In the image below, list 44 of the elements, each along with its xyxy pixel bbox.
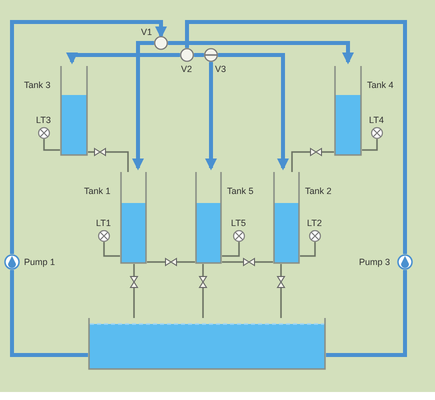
tank-label: Tank 2 (305, 186, 332, 196)
connecting-line (255, 261, 273, 263)
pump-label: Pump 1 (24, 257, 56, 267)
connecting-line (300, 242, 316, 257)
pipe (326, 270, 407, 357)
valve-label: V3 (215, 64, 226, 74)
connecting-line (322, 151, 334, 153)
connecting-line (280, 264, 282, 276)
pipe (218, 53, 289, 170)
pipe (194, 53, 204, 57)
connecting-line (222, 261, 243, 263)
tank-label: Tank 4 (367, 80, 394, 90)
connecting-line (88, 151, 94, 153)
connecting-line (133, 288, 135, 318)
pipe (132, 41, 154, 170)
connecting-line (362, 139, 378, 151)
valve-label: V2 (181, 64, 192, 74)
valve-label: V1 (141, 27, 152, 37)
pipe (10, 20, 167, 254)
connecting-line (202, 288, 204, 318)
pipe (205, 62, 217, 170)
connecting-line (177, 261, 195, 263)
connecting-line (103, 242, 120, 257)
connecting-line (202, 264, 204, 276)
sensor-label: LT1 (96, 218, 111, 228)
tank-label: Tank 5 (227, 186, 254, 196)
pipe (185, 20, 407, 254)
connecting-line (133, 264, 135, 276)
connecting-line (280, 288, 282, 318)
pipe (168, 41, 354, 64)
pipe (10, 270, 88, 357)
tank-label: Tank 3 (24, 80, 51, 90)
connecting-line (291, 151, 310, 172)
connecting-line (43, 139, 60, 151)
sensor-label: LT2 (307, 218, 322, 228)
connecting-line (106, 151, 129, 172)
connecting-line (147, 261, 165, 263)
sensor-label: LT3 (36, 115, 51, 125)
pump-label: Pump 3 (359, 257, 390, 267)
pipe (66, 52, 180, 64)
tank-label: Tank 1 (84, 186, 111, 196)
sensor-label: LT4 (369, 115, 384, 125)
sensor-label: LT5 (231, 218, 246, 228)
connecting-line (222, 242, 240, 257)
